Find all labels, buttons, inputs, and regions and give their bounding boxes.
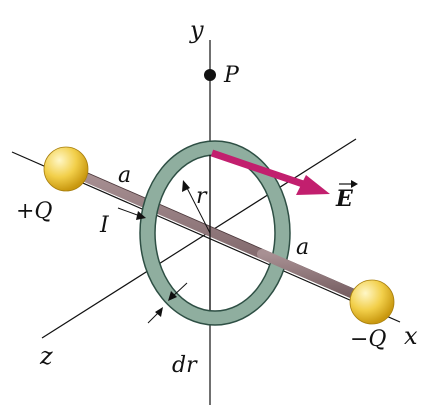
- current-arrow-head: [136, 211, 146, 220]
- current-i-label: I: [99, 213, 110, 238]
- point-p-label: P: [223, 63, 240, 88]
- dr-marker-inner-head: [155, 307, 163, 317]
- negative-charge-sphere: [349, 279, 395, 325]
- field-e-label: E: [335, 186, 354, 212]
- z-axis-line: [41, 138, 357, 339]
- field-vector-arrow-icon: [339, 180, 358, 188]
- dr-marker-outer-head: [168, 291, 177, 301]
- radius-arrow-head: [182, 180, 190, 192]
- minus-q-label: −Q: [350, 327, 386, 352]
- radius-r-label: r: [196, 184, 208, 209]
- radius-arrow-line: [185, 185, 211, 234]
- field-arrow-shaft: [210, 149, 308, 189]
- current-arrow-line: [117, 207, 141, 217]
- x-axis-label: x: [404, 322, 418, 350]
- ring-width-dr-label: dr: [172, 353, 198, 378]
- z-axis-label: z: [39, 342, 53, 370]
- y-axis-label: y: [189, 16, 204, 44]
- positive-charge-sphere: [43, 146, 89, 192]
- field-arrow-head: [296, 175, 330, 195]
- distance-a-left-label: a: [118, 163, 131, 188]
- plus-q-label: +Q: [16, 199, 52, 224]
- distance-a-right-label: a: [296, 235, 309, 260]
- point-p-dot: [204, 69, 216, 81]
